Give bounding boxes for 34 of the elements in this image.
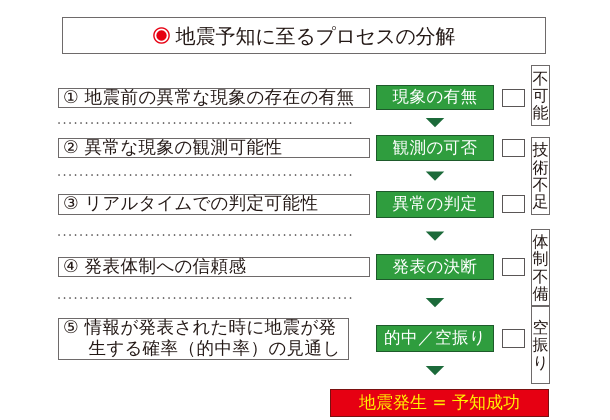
item-text: ② 異常な現象の観測可能性 (63, 138, 282, 158)
reason-text: 不可能 (532, 70, 548, 122)
step-box (376, 325, 494, 352)
item-text: ⑤ 情報が発表された時に地震が発生する確率（的中率）の見通し (63, 318, 342, 360)
item-box (58, 138, 370, 158)
item-text: ④ 発表体制への信頼感 (63, 256, 246, 278)
step-box (376, 191, 494, 218)
step-box (376, 254, 494, 280)
checkbox-field (502, 195, 525, 213)
result-box (330, 389, 549, 417)
item-box (58, 194, 370, 215)
step-label: 現象の有無 (392, 88, 478, 107)
step-label: 観測の可否 (392, 138, 478, 158)
checkbox-field (502, 329, 525, 348)
result-label: 地震発生 = 予知成功 (358, 394, 520, 412)
step-label: 発表の決断 (392, 258, 478, 276)
checkbox-field (502, 258, 525, 276)
step-label: 的中／空振り (384, 329, 486, 348)
item-text: ① 地震前の異常な現象の存在の有無 (63, 88, 354, 108)
reason-text: 技術不足 (532, 141, 548, 211)
checkbox-field (502, 139, 525, 157)
step-label: 異常の判定 (392, 195, 478, 214)
reason-box (531, 229, 550, 306)
item-text: ③ リアルタイムでの判定可能性 (63, 194, 318, 215)
step-box (376, 85, 494, 110)
reason-box (531, 65, 550, 126)
reason-text: 空振り (532, 319, 548, 371)
step-box (376, 135, 494, 161)
reason-box (531, 137, 550, 215)
checkbox-field (502, 89, 525, 107)
item-box (58, 257, 370, 277)
reason-box (531, 306, 550, 384)
title-text: 地震予知に至るプロセスの分解 (176, 24, 456, 46)
reason-text: 体制不備 (532, 232, 548, 302)
